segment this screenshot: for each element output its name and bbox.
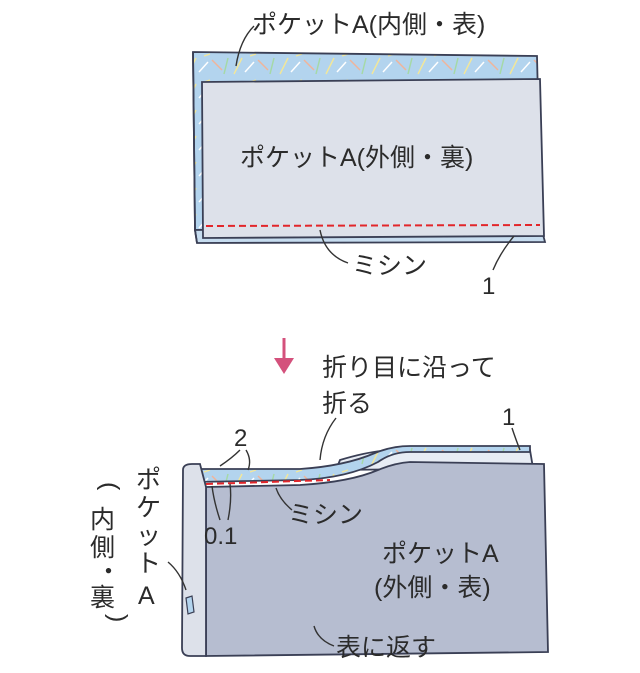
vertical-char-gawa: 側 [90,534,115,562]
leader-sewing-step2 [275,487,293,511]
sewing-stitch-line-step2 [205,479,331,485]
label-step2-number-2: 2 [234,425,247,452]
label-sewing-step1: ミシン [352,252,427,280]
label-turn-over: 表に返す [336,634,436,662]
fabric-edge [192,51,198,244]
label-vertical-inner-back: ( 内 側 ・ 裏 ) [90,482,132,622]
pocket-a-inner-back-side [181,463,207,657]
leader-step2-2a [219,449,241,467]
down-arrow [274,338,294,374]
leader-inner-front [235,25,255,67]
vertical-char-to: ト [136,550,161,578]
label-pocket-a-outer-front-1: ポケットA [382,540,499,568]
pocket-a-inner-print-band [193,445,531,483]
vertical-char-po: ポ [136,466,161,494]
fold-detail [185,595,195,615]
leader-step2-1 [511,427,521,451]
label-sewing-step2: ミシン [288,501,363,529]
label-step2-number-1: 1 [502,404,515,431]
vertical-char-uchi: 内 [90,506,115,534]
vertical-char-ke: ケ [136,494,161,522]
leader-allowance-b [227,483,232,521]
leader-step1-number [492,235,515,271]
step1-illustration: ポケットA(内側・表) ポケットA(外側・裏) ミシン 1 [192,11,547,300]
pocket-a-outer-front-fabric [205,461,549,657]
label-pocket-a-outer-back: ポケットA(外側・裏) [240,144,473,172]
label-allowance: 0.1 [204,523,237,550]
vertical-char-ura: 裏 [90,584,115,612]
label-pocket-a-inner-front: ポケットA(内側・表) [252,11,485,39]
vertical-char-dot: ・ [96,558,121,586]
leader-fold [319,417,337,461]
leader-allowance-a [211,485,221,521]
vertical-char-a: A [138,582,155,610]
label-pocket-a-outer-front-2: (外側・表) [374,574,491,602]
sewing-stitch-line [205,224,541,227]
pocket-a-outer-back-fabric [201,78,545,239]
step2-illustration: 折り目に沿って 折る 1 2 0.1 ミシン ( 内 側 ・ 裏 ) ポ ケ ッ [90,354,549,662]
label-step1-number: 1 [482,273,495,300]
label-fold-line2: 折る [322,390,372,418]
label-vertical-pocket-a: ポ ケ ッ ト A [136,466,161,610]
leader-step2-2b [245,449,251,471]
leader-vertical-pocket [167,561,187,591]
vertical-paren-open: ( [96,482,124,491]
label-fold-line1: 折り目に沿って [322,354,496,382]
vertical-char-tsu: ッ [136,522,161,550]
vertical-paren-close: ) [104,614,132,622]
leader-sewing-step1 [319,229,349,264]
leader-turn-over [313,625,335,647]
